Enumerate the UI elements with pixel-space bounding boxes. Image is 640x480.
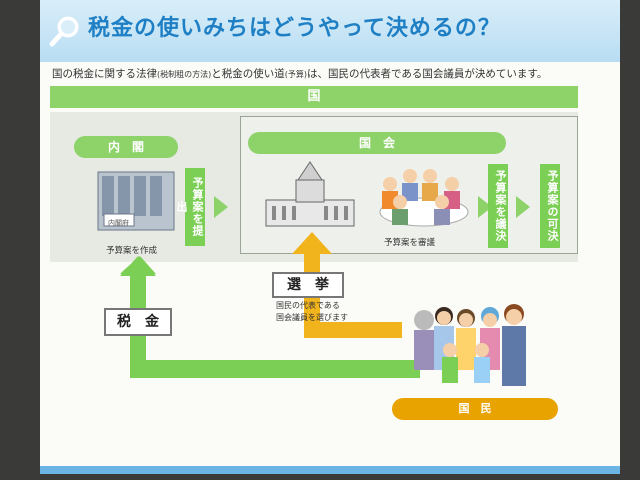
diet-members-illustration [379, 169, 469, 227]
election-flow-arrow [292, 232, 402, 338]
building-plate: 内閣府 [108, 219, 129, 227]
bottom-strip [40, 466, 620, 474]
tax-label: 税 金 [104, 308, 172, 336]
citizens-illustration [414, 304, 526, 386]
cabinet-band: 内 閣 [74, 136, 178, 158]
arrow-right-icon [516, 196, 530, 218]
diet-building-illustration [265, 161, 355, 227]
slide-title: 税金の使いみちはどうやって決めるの？ [88, 16, 501, 41]
step-submit-budget: 予算案を提出 [175, 168, 205, 246]
slide-header: 税金の使いみちはどうやって決めるの？ [40, 0, 620, 62]
step-pass-budget: 予算案の可決 [540, 164, 560, 248]
caption-draft-budget: 予算案を作成 [106, 246, 158, 256]
lead-text: 国の税金に関する法律(税制租の方法)と税金の使い道(予算)は、国民の代表者である… [52, 68, 548, 80]
citizens-band: 国 民 [392, 398, 558, 420]
cabinet-building-illustration [97, 171, 175, 231]
magnifier-icon [49, 16, 79, 47]
tax-flow-arrow [120, 256, 420, 378]
election-note: 国民の代表である 国会議員を選びます [276, 301, 348, 322]
caption-deliberate-budget: 予算案を審議 [384, 238, 436, 248]
arrow-right-icon [478, 196, 492, 218]
step-vote-budget: 予算案を議決 [488, 164, 508, 248]
diet-band: 国 会 [248, 132, 506, 154]
arrow-right-icon [214, 196, 228, 218]
election-label: 選 挙 [272, 272, 344, 298]
slide: 税金の使いみちはどうやって決めるの？ 国の税金に関する法律(税制租の方法)と税金… [40, 0, 620, 474]
country-band: 国 [50, 86, 578, 108]
